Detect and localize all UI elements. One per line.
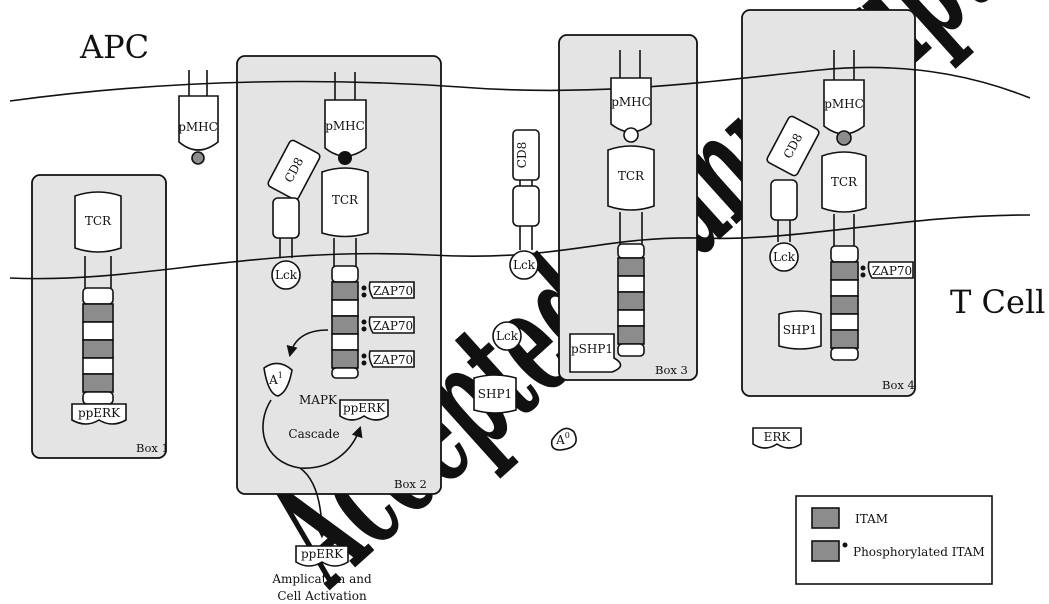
svg-text:CD8: CD8 xyxy=(515,142,529,168)
amplification-text: Amplication and xyxy=(271,572,372,586)
apc-label: APC xyxy=(79,28,149,66)
svg-text:Cascade: Cascade xyxy=(288,427,339,441)
free-lck: Lck xyxy=(493,322,521,350)
svg-text:pMHC: pMHC xyxy=(325,119,365,133)
legend-itam-label: ITAM xyxy=(855,512,888,526)
svg-text:Lck: Lck xyxy=(773,250,796,264)
cell-activation-text: Cell Activation xyxy=(277,589,367,603)
svg-text:Lck: Lck xyxy=(496,329,519,343)
tcell-label: T Cell xyxy=(950,283,1045,321)
box-2-label: Box 2 xyxy=(394,477,427,491)
svg-text:TCR: TCR xyxy=(85,214,112,228)
svg-text:ZAP70: ZAP70 xyxy=(373,353,413,367)
svg-text:ppERK: ppERK xyxy=(301,547,344,561)
svg-text:pMHC: pMHC xyxy=(178,120,218,134)
svg-text:ZAP70: ZAP70 xyxy=(872,264,912,278)
svg-text:ZAP70: ZAP70 xyxy=(373,319,413,333)
free-shp1: SHP1 xyxy=(474,375,516,413)
svg-text:pSHP1: pSHP1 xyxy=(571,342,613,356)
free-erk: ERK xyxy=(753,428,801,448)
legend-phospho-itam-swatch xyxy=(812,541,839,561)
svg-text:pMHC: pMHC xyxy=(824,97,864,111)
legend: ITAM Phosphorylated ITAM xyxy=(796,496,992,584)
svg-text:ppERK: ppERK xyxy=(78,406,121,420)
svg-text:Lck: Lck xyxy=(275,268,298,282)
svg-text:ppERK: ppERK xyxy=(343,401,386,415)
svg-text:Lck: Lck xyxy=(513,258,536,272)
svg-text:ERK: ERK xyxy=(764,430,792,444)
svg-text:pMHC: pMHC xyxy=(611,95,651,109)
legend-itam-swatch xyxy=(812,508,839,528)
box-3-label: Box 3 xyxy=(655,363,688,377)
svg-text:TCR: TCR xyxy=(618,169,645,183)
box-1-label: Box 1 xyxy=(136,441,169,455)
svg-text:TCR: TCR xyxy=(332,193,359,207)
svg-text:SHP1: SHP1 xyxy=(783,323,817,337)
svg-text:ZAP70: ZAP70 xyxy=(373,284,413,298)
legend-phospho-itam-label: Phosphorylated ITAM xyxy=(853,545,985,559)
svg-text:MAPK: MAPK xyxy=(299,393,338,407)
free-cd8: CD8 Lck xyxy=(510,130,539,279)
svg-text:SHP1: SHP1 xyxy=(478,387,512,401)
box-4-label: Box 4 xyxy=(882,378,915,392)
svg-text:TCR: TCR xyxy=(831,175,858,189)
